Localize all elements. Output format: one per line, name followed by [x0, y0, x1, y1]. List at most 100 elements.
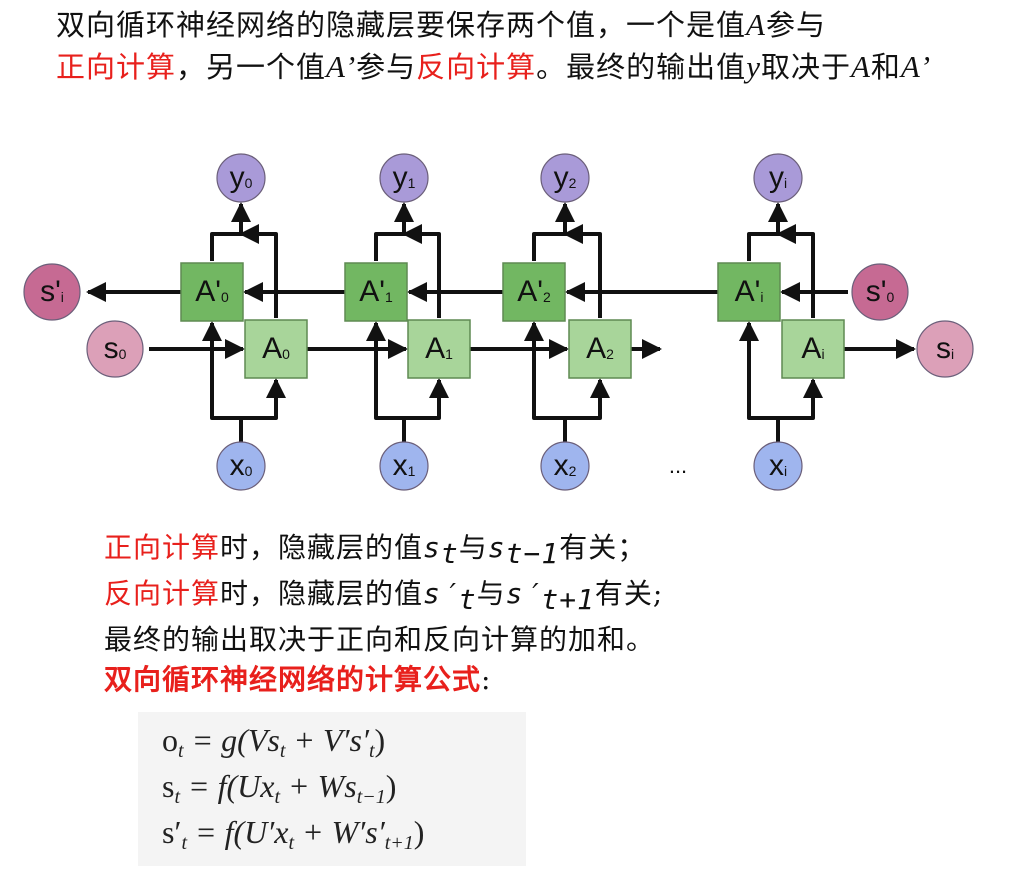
- f2-end: ): [385, 768, 397, 804]
- input-node-0-label: x0: [230, 449, 253, 482]
- intro-text-2: 参与: [765, 8, 826, 42]
- input-node-1-label: x1: [393, 449, 416, 482]
- note-forward-and: 与: [458, 531, 488, 564]
- state-si-label: si: [936, 332, 954, 365]
- input-node-1-shape: [379, 441, 429, 491]
- intro-backward-highlight: 反向计算: [416, 50, 537, 84]
- output-node-1-label: y1: [393, 161, 416, 194]
- forward-cell-0: A0: [244, 319, 308, 379]
- output-node-3: yi: [753, 153, 803, 203]
- note-var-st-sub: t: [440, 537, 459, 570]
- output-node-3-label: yi: [769, 161, 787, 194]
- f3-sub-1: t: [288, 832, 295, 854]
- forward-cell-3: Ai: [781, 319, 845, 379]
- state-si-shape: [916, 320, 974, 378]
- note-var-st-1: s: [487, 531, 506, 564]
- edge-back-to-y-1: [374, 202, 414, 261]
- note-backward-end: 有关;: [594, 577, 664, 610]
- output-node-3-shape: [753, 153, 803, 203]
- input-node-3-label: xi: [769, 449, 787, 482]
- intro-text-6: 取决于: [760, 50, 851, 84]
- edge-x-to-back-2: [524, 321, 567, 442]
- output-node-1: y1: [379, 153, 429, 203]
- note-backward-text: 时，隐藏层的值: [220, 577, 424, 610]
- backward-cell-0-label: A'0: [195, 275, 229, 308]
- state-s-prime-0-label: s'0: [866, 275, 895, 308]
- edge-x-to-fwd-3: [778, 378, 823, 420]
- backward-cell-3-label: A'i: [735, 275, 764, 308]
- ellipsis: ...: [669, 453, 687, 478]
- f1-sub-2: t: [368, 740, 375, 762]
- intro-var-a: A: [746, 7, 766, 42]
- input-node-3: xi: [753, 441, 803, 491]
- formula-heading: 双向循环神经网络的计算公式: [104, 663, 482, 696]
- f3-rhs: = f(U′x: [187, 814, 289, 850]
- output-node-2: y2: [540, 153, 590, 203]
- forward-cell-0-label: A0: [262, 332, 290, 365]
- intro-text-5: 。最终的输出值: [536, 50, 747, 84]
- note-var-spt-sub: t: [458, 583, 477, 616]
- f2-rhs: = f(Ux: [180, 768, 275, 804]
- edge-back-to-y-0: [210, 202, 251, 261]
- note-backward: 反向计算时，隐藏层的值s′t与s′t+1有关;: [104, 574, 924, 620]
- note-forward-text: 时，隐藏层的值: [220, 531, 424, 564]
- note-formula-heading: 双向循环神经网络的计算公式:: [104, 660, 924, 700]
- input-node-2-label: x2: [554, 449, 577, 482]
- f2-mid: + Ws: [280, 768, 357, 804]
- note-sum: 最终的输出取决于正向和反向计算的加和。: [104, 623, 656, 656]
- intro-text-3: ，另一个值: [176, 50, 327, 84]
- input-node-0-shape: [216, 441, 266, 491]
- forward-cell-0-shape: [244, 319, 308, 379]
- input-node-3-shape: [753, 441, 803, 491]
- f2-sub-1: t: [274, 786, 281, 808]
- forward-cell-3-shape: [781, 319, 845, 379]
- edge-back-to-y-2: [532, 202, 575, 261]
- output-node-0-shape: [216, 153, 266, 203]
- formula-box: ot = g(Vst + V′s′t) st = f(Uxt + Wst−1) …: [138, 712, 526, 866]
- state-s-prime-i: s'i: [23, 263, 81, 321]
- f3-lhs: s′: [162, 814, 182, 850]
- state-s-prime-0-shape: [851, 263, 909, 321]
- note-var-spt: s′: [423, 577, 459, 610]
- edge-x-to-back-1: [366, 321, 406, 442]
- output-node-0-label: y0: [230, 161, 253, 194]
- backward-cell-0: A'0: [180, 262, 244, 322]
- note-forward-end: 有关；: [559, 531, 647, 564]
- forward-cell-1-shape: [407, 319, 471, 379]
- note-backward-label: 反向计算: [104, 577, 221, 610]
- intro-var-y: y: [746, 49, 761, 84]
- input-node-2: x2: [540, 441, 590, 491]
- backward-cell-1-label: A'1: [359, 275, 393, 308]
- note-var-spt1-sub: t+1: [541, 583, 595, 616]
- state-s-prime-i-shape: [23, 263, 81, 321]
- edge-back-to-y-3: [747, 202, 788, 261]
- note-forward: 正向计算时，隐藏层的值st与st−1有关；: [104, 528, 924, 574]
- f3-lhs-sub: t: [181, 832, 188, 854]
- note-var-st: s: [423, 531, 441, 564]
- intro-forward-highlight: 正向计算: [56, 50, 177, 84]
- backward-cell-1-shape: [344, 262, 408, 322]
- backward-cell-2-shape: [502, 262, 566, 322]
- forward-cell-3-label: Ai: [801, 332, 824, 365]
- edge-fwd-to-y-3: [776, 224, 815, 318]
- edge-fwd-to-y-2: [563, 224, 602, 318]
- state-s-prime-0: s'0: [851, 263, 909, 321]
- input-node-0: x0: [216, 441, 266, 491]
- f2-lhs: s: [162, 768, 175, 804]
- output-node-0: y0: [216, 153, 266, 203]
- formula-output: ot = g(Vst + V′s′t): [162, 722, 385, 763]
- note-backward-and: 与: [476, 577, 506, 610]
- note-var-st-1-sub: t−1: [505, 537, 560, 570]
- backward-cell-3: A'i: [717, 262, 781, 322]
- backward-cell-2-label: A'2: [517, 275, 551, 308]
- f2-lhs-sub: t: [174, 786, 181, 808]
- note-var-spt1: s′: [505, 577, 542, 610]
- intro-text-7: 和: [870, 50, 901, 84]
- f3-mid: + W′s′: [294, 814, 385, 850]
- f1-mid: + V′s′: [285, 722, 369, 758]
- edge-x-to-fwd-2: [565, 378, 610, 420]
- state-s0-shape: [86, 320, 144, 378]
- input-node-2-shape: [540, 441, 590, 491]
- edge-fwd-to-y-1: [402, 224, 441, 318]
